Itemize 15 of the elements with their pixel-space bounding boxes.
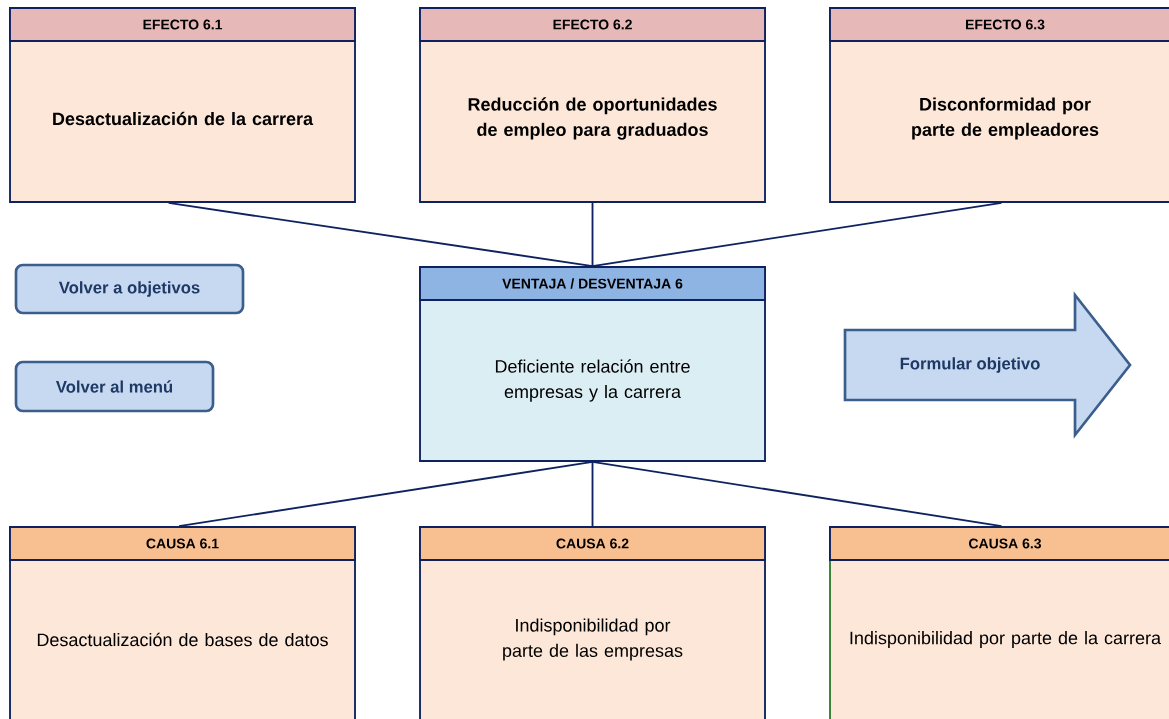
connector-line (591, 461, 594, 527)
connector-line (591, 202, 1003, 267)
connector-line (167, 202, 594, 267)
connector-line (178, 461, 594, 527)
effect-box: EFECTO 6.3 Disconformidad por parte de empleadores (829, 7, 1169, 203)
nav-button: Volver a objetivos (14, 263, 245, 315)
nav-button: Volver al menú (14, 360, 215, 413)
connector-line (591, 202, 594, 267)
cause-box: CAUSA 6.1 Desactualización de bases de datos (9, 526, 356, 719)
cause-box: CAUSA 6.2 Indisponibilidad por parte de las empresas (419, 526, 766, 719)
effect-box: EFECTO 6.1 Desactualización de la carrera (9, 7, 356, 203)
effect-box: EFECTO 6.2 Reducción de oportunidades de empleo para graduados (419, 7, 766, 203)
connector-line (591, 461, 1003, 527)
cause-box: CAUSA 6.3 Indisponibilidad por parte de la carrera (829, 526, 1169, 719)
problem-box: VENTAJA / DESVENTAJA 6 Deficiente relación entre empresas y la carrera (419, 266, 766, 462)
